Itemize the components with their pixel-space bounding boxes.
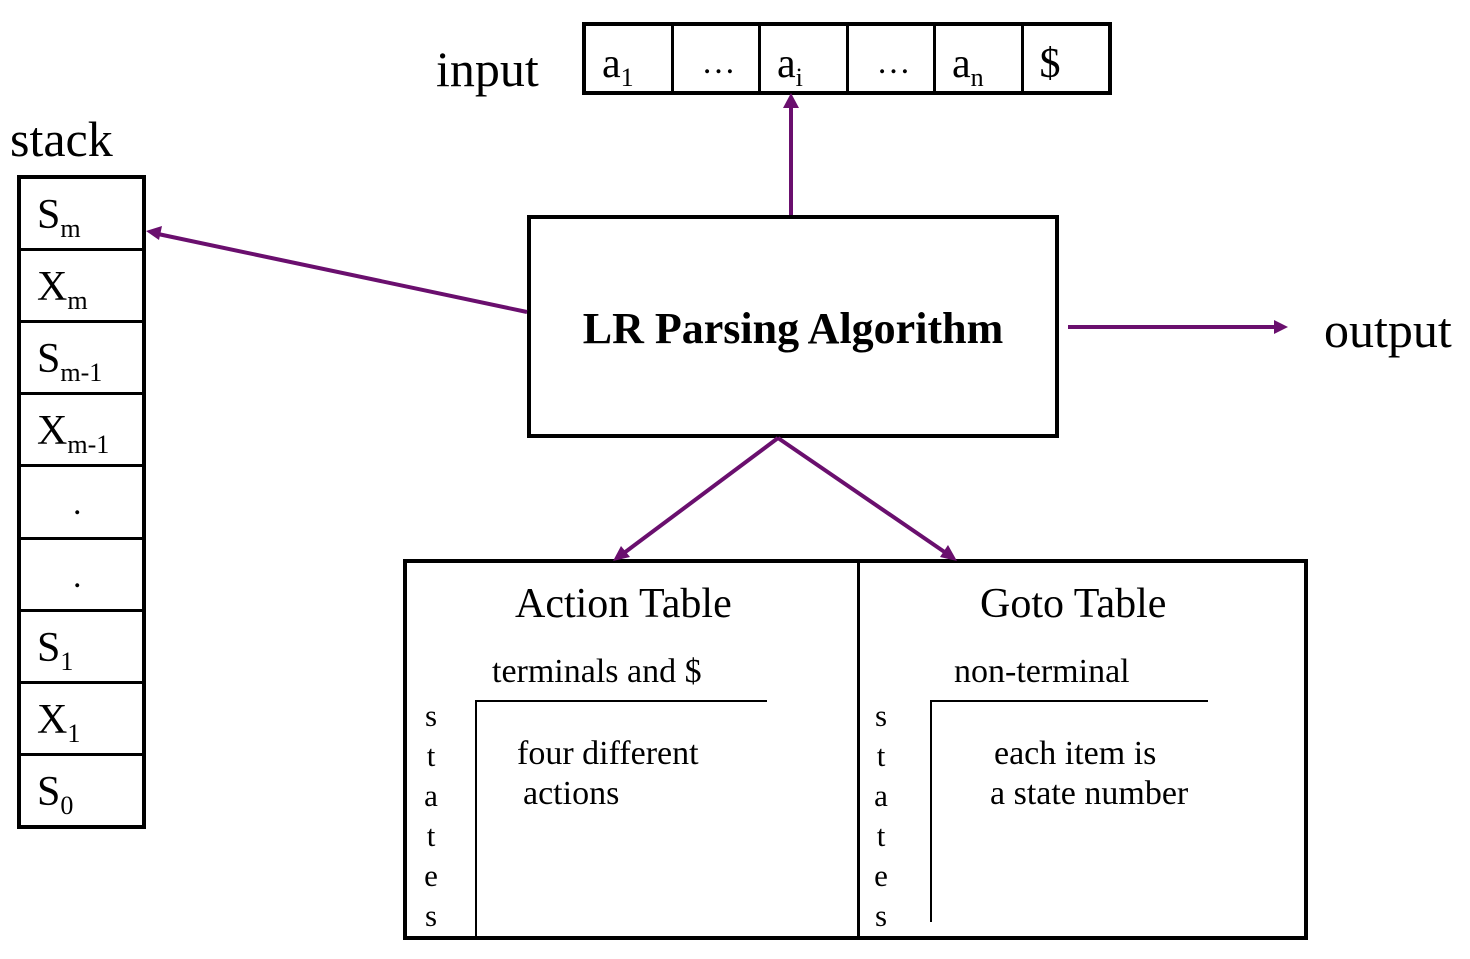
action-table-body-line2: actions (523, 775, 620, 812)
tape-cell: ai (761, 26, 849, 91)
tape-cell: a1 (586, 26, 674, 91)
stack-symbol: Sm-1 (37, 336, 103, 388)
arrow-head-input (783, 93, 799, 108)
goto-table-header-line (930, 700, 1208, 702)
stack-cell: Xm (21, 251, 142, 324)
tape-cell: … (849, 26, 936, 91)
parser-title: LR Parsing Algorithm (582, 304, 1004, 353)
action-table-title: Action Table (515, 581, 732, 627)
goto-table-body-line2: a state number (990, 775, 1189, 812)
goto-table-body-line1: each item is (994, 735, 1157, 772)
arrow-to-stack (157, 232, 528, 314)
output-label: output (1324, 302, 1452, 358)
tape-symbol: … (701, 44, 736, 81)
tape-cell: an (936, 26, 1024, 91)
tape-cell: … (674, 26, 761, 91)
action-table-columns-label: terminals and $ (492, 653, 702, 690)
arrow-head-stack (146, 226, 162, 240)
tape-symbol: … (876, 44, 911, 81)
stack-symbol: Xm-1 (37, 408, 110, 460)
goto-table-title: Goto Table (980, 581, 1167, 627)
stack-cell: Sm (21, 179, 142, 252)
stack-symbol: Xm (37, 264, 88, 316)
input-tape: a1 … ai … an $ (582, 22, 1112, 95)
arrow-head-output (1274, 320, 1288, 334)
stack-cell: . (21, 540, 142, 612)
stack-symbol: S1 (37, 624, 74, 676)
tape-symbol: $ (1039, 41, 1061, 87)
stack-symbol: X1 (37, 696, 81, 748)
stack-label: stack (10, 111, 113, 167)
stack-symbol: Sm (37, 192, 81, 244)
arrow-head-action-table (613, 546, 630, 561)
stack-symbol: . (73, 485, 82, 523)
tape-cell: $ (1024, 26, 1109, 91)
stack-symbol: S0 (37, 768, 74, 820)
parser-box: LR Parsing Algorithm (527, 215, 1059, 438)
stack: Sm Xm Sm-1 Xm-1 . . S1 X1 S0 (17, 175, 146, 829)
arrow-to-goto-table (776, 436, 948, 555)
tape-symbol: a1 (602, 41, 634, 93)
stack-cell: Sm-1 (21, 323, 142, 396)
goto-table-row-line (930, 700, 932, 922)
stack-cell: S0 (21, 756, 142, 825)
tape-symbol: an (952, 41, 984, 93)
action-table-header-line (475, 700, 767, 702)
stack-cell: Xm-1 (21, 395, 142, 468)
arrow-head-goto-table (940, 545, 957, 561)
action-table-body-line1: four different (517, 735, 699, 772)
tables-divider (857, 563, 860, 936)
stack-symbol: . (73, 557, 82, 595)
stack-cell: X1 (21, 684, 142, 756)
input-label: input (436, 41, 539, 97)
stack-cell: S1 (21, 612, 142, 684)
arrow-to-action-table (622, 436, 780, 555)
goto-table-columns-label: non-terminal (954, 653, 1130, 690)
action-table-row-line (475, 700, 477, 936)
stack-cell: . (21, 467, 142, 540)
tape-symbol: ai (777, 41, 803, 93)
